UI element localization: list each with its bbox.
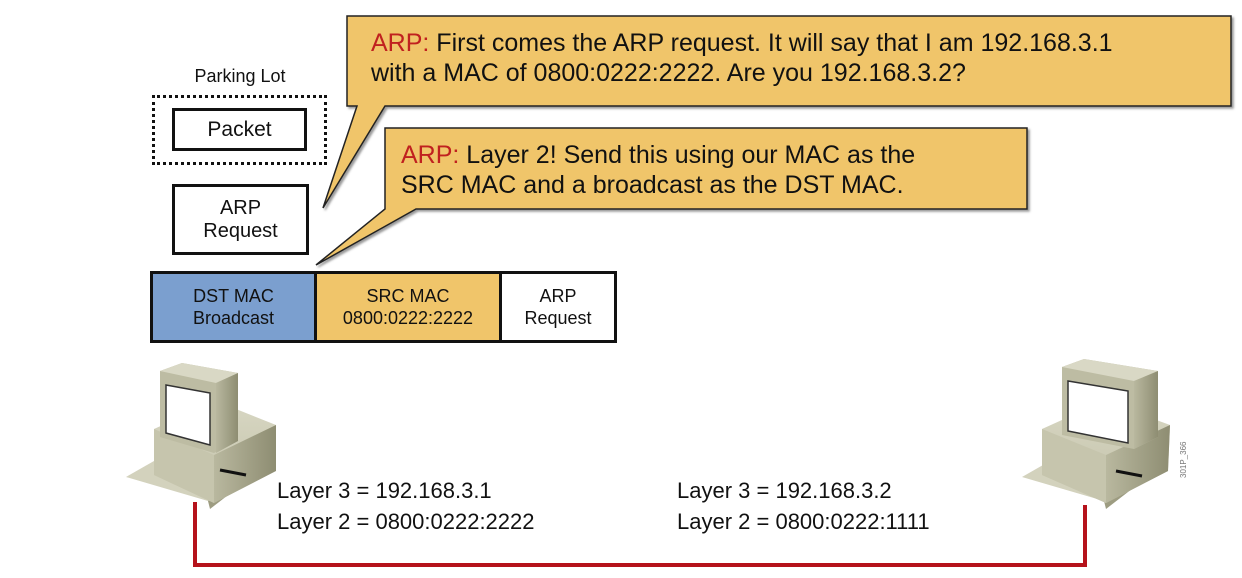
ethernet-frame: DST MAC Broadcast SRC MAC 0800:0222:2222… xyxy=(150,271,617,343)
parking-lot-area xyxy=(152,95,327,165)
host-a-layer2: Layer 2 = 0800:0222:2222 xyxy=(277,509,535,534)
figure-id: 301P_366 xyxy=(1179,441,1188,478)
parking-lot-label: Parking Lot xyxy=(194,66,286,86)
callout-second-text: ARP: Layer 2! Send this using our MAC as… xyxy=(401,140,915,200)
callout-top-text: ARP: First comes the ARP request. It wil… xyxy=(371,28,1113,88)
frame-cell-src-mac: SRC MAC 0800:0222:2222 xyxy=(314,274,499,340)
frame-cell-dst-mac: DST MAC Broadcast xyxy=(153,274,314,340)
arp-label: ARP: xyxy=(401,141,460,169)
host-b-addresses: Layer 3 = 192.168.3.2 Layer 2 = 0800:022… xyxy=(677,475,930,537)
host-a-addresses: Layer 3 = 192.168.3.1 Layer 2 = 0800:022… xyxy=(277,475,535,537)
host-b-layer3: Layer 3 = 192.168.3.2 xyxy=(677,478,892,503)
computer-icon-left xyxy=(126,363,276,509)
arp-label: ARP: xyxy=(371,29,430,57)
arp-request-box: ARP Request xyxy=(172,184,309,255)
host-a-layer3: Layer 3 = 192.168.3.1 xyxy=(277,478,492,503)
computer-icon-right xyxy=(1022,359,1170,509)
host-b-layer2: Layer 2 = 0800:0222:1111 xyxy=(677,509,930,534)
callout-top-line1: ARP: First comes the ARP request. It wil… xyxy=(371,29,1113,57)
callout-top-line2: with a MAC of 0800:0222:2222. Are you 19… xyxy=(371,59,966,87)
callout-second-line2: SRC MAC and a broadcast as the DST MAC. xyxy=(401,171,904,199)
callout-second-shape xyxy=(315,127,1028,266)
frame-cell-payload: ARP Request xyxy=(499,274,614,340)
packet-box: Packet xyxy=(172,108,307,151)
callout-second-line1: ARP: Layer 2! Send this using our MAC as… xyxy=(401,141,916,169)
callout-top-shape xyxy=(322,15,1232,209)
network-link-line xyxy=(193,502,1087,567)
